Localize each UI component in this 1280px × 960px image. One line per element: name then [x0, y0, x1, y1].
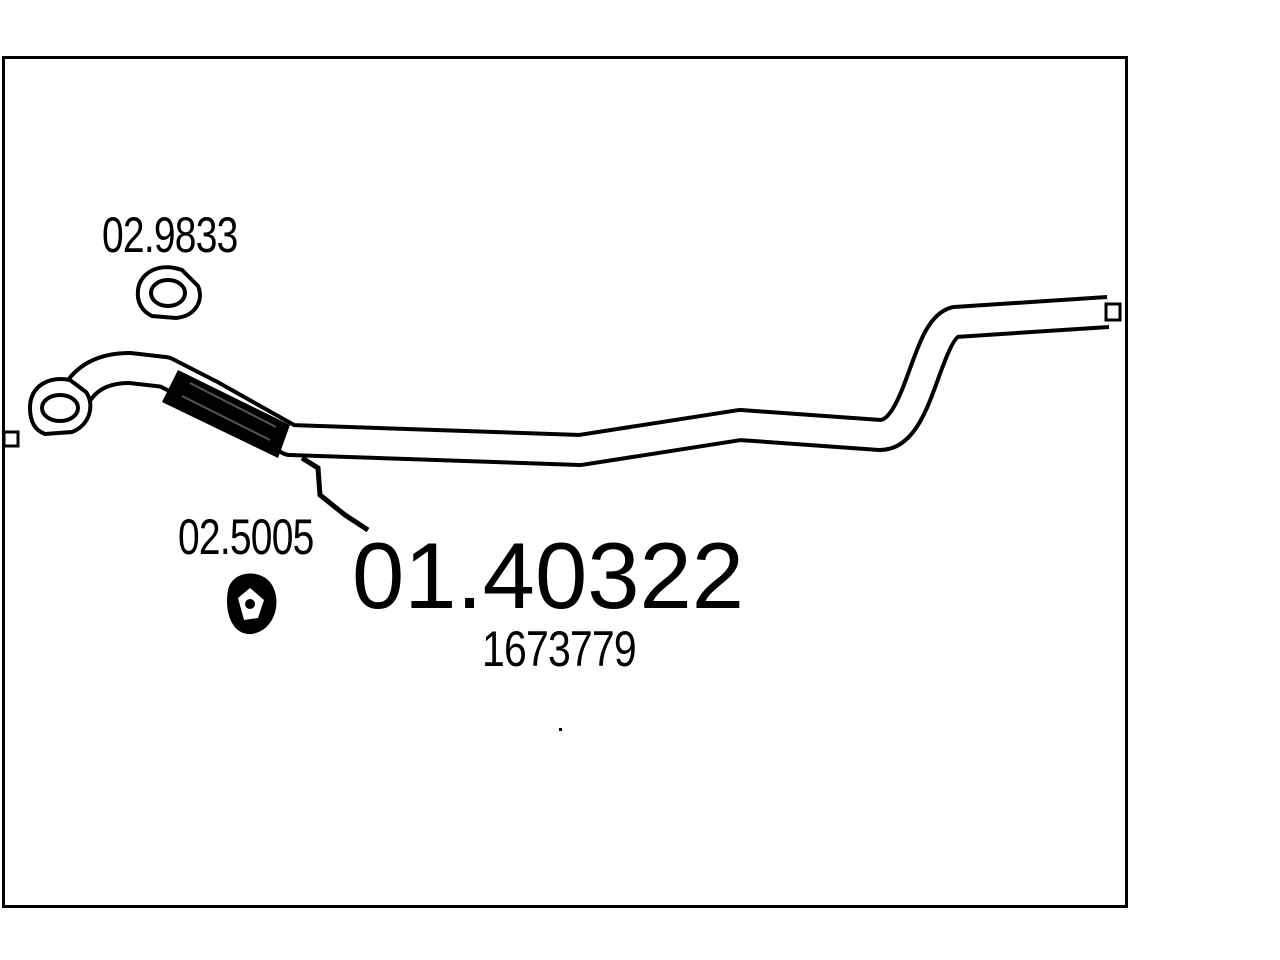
- pipe-body: [53, 295, 1110, 467]
- pipe-right-stub: [1104, 302, 1122, 322]
- inlet-flange: [27, 377, 93, 437]
- diagram-frame: [2, 56, 1128, 908]
- flex-pipe-section: [162, 370, 290, 458]
- rubber-mount-icon: [227, 573, 277, 635]
- flange-gasket-icon: [135, 265, 202, 321]
- mount-code-label: 02.5005: [178, 509, 314, 565]
- hanger-bracket: [300, 455, 370, 533]
- oe-number-label: 1673779: [482, 621, 637, 677]
- gasket-code-label: 02.9833: [102, 207, 238, 263]
- part-number-label: 01.40322: [352, 523, 745, 628]
- stray-dot: [559, 728, 562, 731]
- pipe-left-stub: [2, 430, 20, 448]
